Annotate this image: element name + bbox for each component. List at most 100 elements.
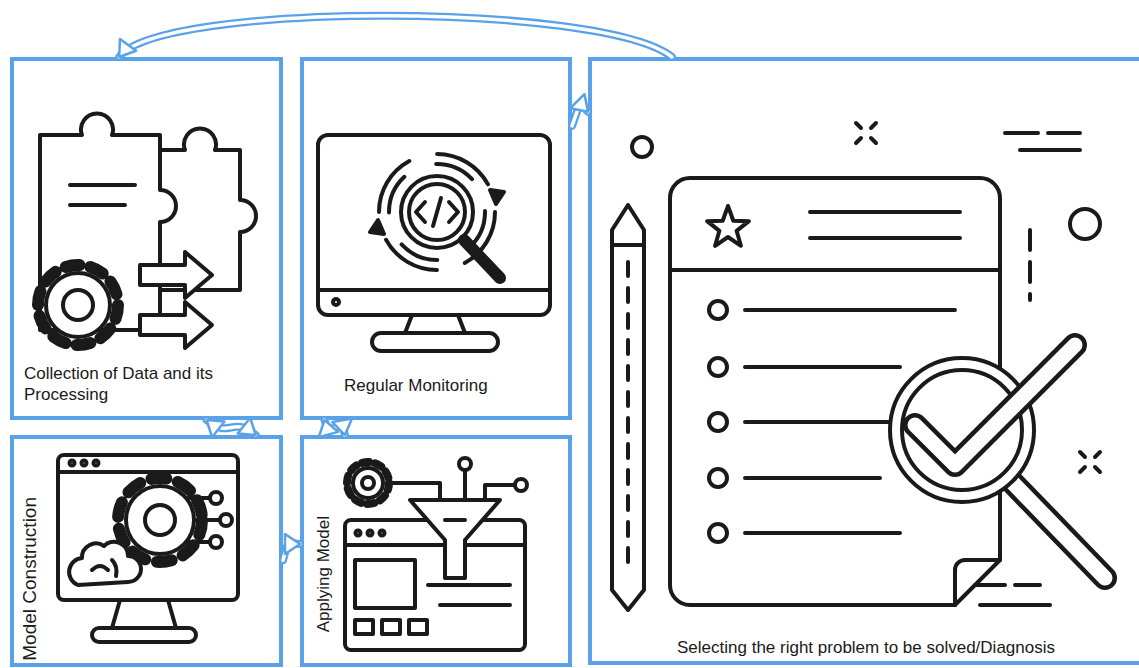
- pencil-icon-part: [612, 243, 644, 247]
- funnel-icon-part: [459, 458, 471, 470]
- funnel-icon-part: [465, 470, 515, 500]
- puzzle-icon-part: [140, 302, 212, 348]
- model-icon-part: [92, 628, 196, 642]
- checklist-icon-part: [709, 524, 727, 542]
- arrow-body: [119, 16, 672, 57]
- arrow-outline: [119, 16, 672, 57]
- arrow-body: [207, 420, 256, 435]
- model-icon-part: [112, 600, 176, 628]
- funnel-icon-part: [356, 531, 361, 536]
- model-icon-part: [210, 536, 222, 548]
- decoration-marks-part: [1070, 209, 1100, 239]
- decoration-marks-part: [975, 585, 1050, 605]
- checklist-icon-part: [670, 268, 1000, 272]
- monitor-icon-part: [333, 299, 339, 305]
- monitor-icon-part: [372, 333, 498, 351]
- funnel-icon-part: [390, 483, 440, 500]
- decoration-marks: [632, 123, 1100, 605]
- funnel-icon-part: [362, 477, 374, 489]
- model-icon-part: [126, 486, 194, 554]
- checklist-icon-part: [915, 345, 1075, 465]
- checklist-icon-part: [709, 413, 727, 431]
- monitor-icon-part: [405, 315, 465, 333]
- monitor-icon-part: [416, 198, 458, 226]
- checklist-icon: [670, 178, 1105, 605]
- funnel-icon-part: [345, 520, 525, 650]
- checklist-icon-part: [1012, 482, 1105, 578]
- arrow-head: [570, 94, 588, 112]
- model-icon-part: [82, 461, 87, 466]
- monitor-icon-part: [464, 240, 500, 278]
- pencil-icon-part: [612, 205, 644, 610]
- funnel-icon-part: [428, 585, 510, 605]
- decoration-marks-part: [1005, 133, 1080, 150]
- panel-box: Collection of Data and its Processing: [10, 57, 283, 420]
- funnel-icon-part: [410, 500, 500, 578]
- funnel-icon-part: [355, 560, 415, 608]
- decoration-marks-part: [632, 137, 652, 157]
- funnel-icon: [345, 458, 527, 650]
- model-icon-part: [145, 505, 175, 535]
- checklist-icon-part: [707, 206, 749, 246]
- model-icon-part: [118, 478, 202, 562]
- panel-box: Regular Monitoring: [300, 57, 572, 420]
- monitor-icon: [318, 135, 550, 351]
- puzzle-icon-part: [46, 273, 110, 337]
- checklist-icon-part: [915, 345, 1075, 465]
- decoration-marks-part: [1028, 230, 1032, 300]
- puzzle-icon-part: [70, 185, 135, 205]
- curved-arrow: [570, 94, 588, 126]
- arrow-body: [324, 420, 344, 435]
- funnel-icon-part: [355, 620, 373, 634]
- arrow-head: [285, 534, 300, 554]
- checklist-icon-part: [709, 301, 727, 319]
- panel-label: Selecting the right problem to be solved…: [592, 637, 1139, 658]
- model-icon-part: [92, 560, 117, 576]
- arrow-head: [332, 418, 352, 435]
- checklist-icon-part: [709, 358, 727, 376]
- model-icon-part: [58, 470, 238, 474]
- panel-box: Model Construction: [10, 435, 283, 667]
- arrow-body: [283, 543, 300, 560]
- funnel-icon-part: [382, 620, 400, 634]
- funnel-icon-part: [515, 479, 527, 491]
- monitor-icon-part: [318, 288, 550, 292]
- funnel-icon-part: [409, 620, 427, 634]
- puzzle-icon-part: [38, 265, 118, 345]
- curved-arrow: [119, 16, 672, 57]
- decoration-marks-part: [1080, 452, 1100, 472]
- puzzle-icon-part: [140, 252, 212, 298]
- puzzle-icon-part: [63, 290, 93, 320]
- puzzle-icon: [38, 113, 256, 348]
- funnel-icon-part: [380, 531, 385, 536]
- funnel-icon-part: [347, 462, 389, 504]
- model-icon-part: [69, 542, 141, 585]
- arrow-outline: [324, 420, 344, 435]
- model-icon-part: [220, 514, 232, 526]
- panel-box: Applying Model: [300, 435, 572, 667]
- panel-label: Model Construction: [19, 497, 40, 661]
- pencil-icon: [612, 205, 644, 610]
- model-icon-part: [58, 455, 238, 600]
- monitor-icon-part: [318, 135, 550, 315]
- arrow-body: [572, 106, 588, 126]
- model-icon: [58, 455, 238, 642]
- checklist-icon-part: [810, 212, 960, 238]
- funnel-icon-part: [445, 518, 465, 522]
- funnel-icon-part: [368, 531, 373, 536]
- curved-arrow: [283, 534, 300, 560]
- arrow-head: [238, 418, 256, 435]
- panel-box: Selecting the right problem to be solved…: [588, 57, 1139, 665]
- arrow-outline: [283, 543, 300, 560]
- model-icon-part: [210, 492, 222, 504]
- checklist-icon-part: [709, 469, 727, 487]
- arrow-outline: [207, 420, 256, 435]
- panel-label: Applying Model: [313, 516, 334, 632]
- panel-label: Regular Monitoring: [344, 375, 564, 396]
- pencil-icon-part: [626, 262, 630, 570]
- funnel-icon-part: [345, 543, 525, 547]
- decoration-marks-part: [856, 123, 876, 143]
- model-icon-part: [70, 461, 75, 466]
- arrow-outline: [572, 106, 588, 126]
